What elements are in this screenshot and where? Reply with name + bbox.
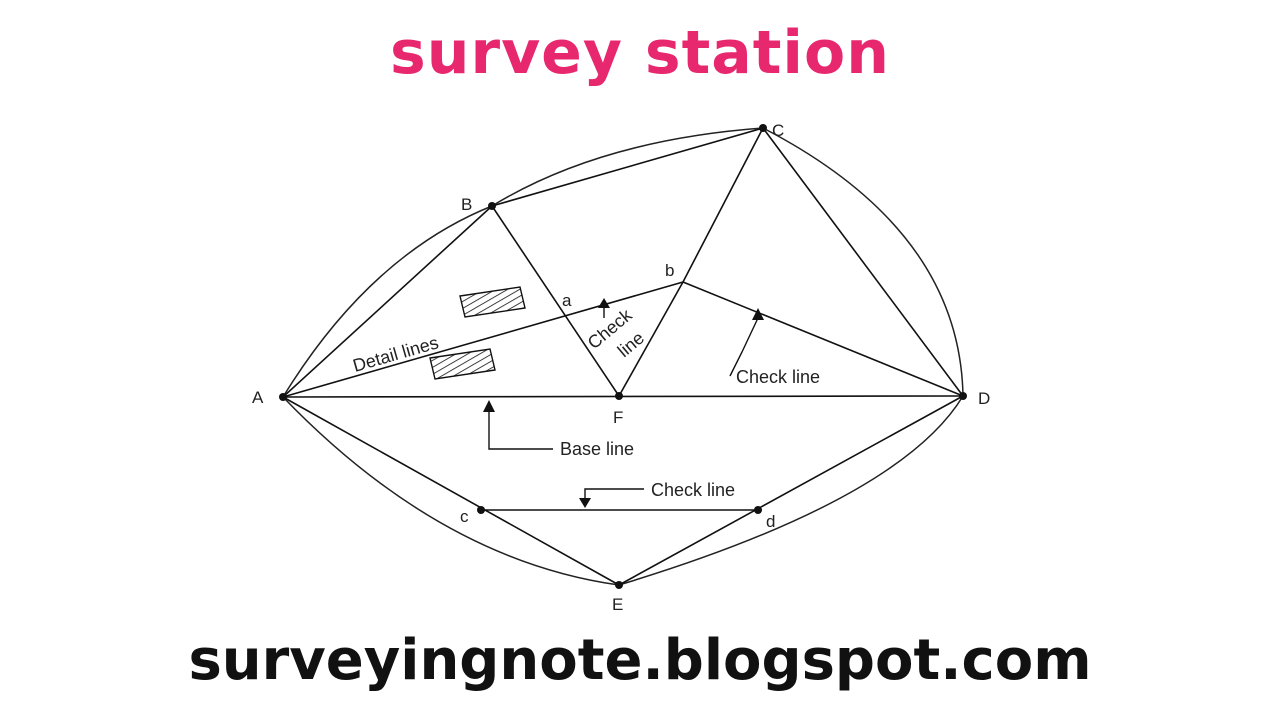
base-line-a-d: [282, 395, 964, 398]
station-label-d: D: [978, 389, 990, 408]
base-line-leader: [488, 410, 553, 450]
line-b-c-small: [682, 127, 764, 283]
line-a-b-small: [282, 281, 684, 398]
station-label-c-small: c: [460, 507, 469, 526]
station-label-b-small: b: [665, 261, 674, 280]
station-label-a: A: [252, 388, 264, 407]
survey-line-b-c: [491, 127, 764, 207]
building-upper: [459, 286, 526, 318]
check-line-right-arrow-head: [752, 308, 764, 320]
survey-line-e-d: [618, 395, 964, 586]
arc-a-b: [282, 205, 493, 398]
station-label-f: F: [613, 408, 623, 427]
check-line-b-d: [682, 281, 964, 397]
detail-lines-label: Detail lines: [351, 332, 441, 375]
check-line-right-leader: [729, 317, 759, 377]
check-line-tie-arrow-head: [598, 298, 610, 308]
station-label-d-small: d: [766, 512, 775, 531]
station-point-d: [959, 392, 967, 400]
survey-line-a-b: [282, 205, 493, 398]
check-line-bottom-arrow-head: [579, 498, 591, 508]
arc-a-e: [282, 396, 620, 586]
building-lower: [429, 348, 496, 380]
page-title: survey station: [390, 18, 890, 88]
line-b-f: [491, 205, 620, 397]
check-line-bottom-leader: [584, 488, 644, 500]
survey-line-c-d: [762, 127, 964, 397]
check-line-right-label: Check line: [736, 367, 820, 387]
base-line-label: Base line: [560, 439, 634, 459]
arc-e-d: [618, 395, 964, 586]
station-point-a: [279, 393, 287, 401]
check-line-f-b: [618, 281, 684, 397]
station-point-c: [759, 124, 767, 132]
station-point-f: [615, 392, 623, 400]
check-line-bottom-label: Check line: [651, 480, 735, 500]
arc-c-d: [762, 127, 964, 397]
arc-b-c: [491, 127, 764, 207]
station-point-e: [615, 581, 623, 589]
station-point-b: [488, 202, 496, 210]
survey-line-a-e: [282, 396, 620, 586]
station-label-c: C: [772, 121, 784, 140]
station-label-b: B: [461, 195, 472, 214]
station-label-a-small: a: [562, 291, 572, 310]
station-point-c-small: [477, 506, 485, 514]
base-line-arrow-head: [483, 400, 495, 412]
footer-url: surveyingnote.blogspot.com: [188, 628, 1092, 693]
station-label-e: E: [612, 595, 623, 614]
station-point-d-small: [754, 506, 762, 514]
